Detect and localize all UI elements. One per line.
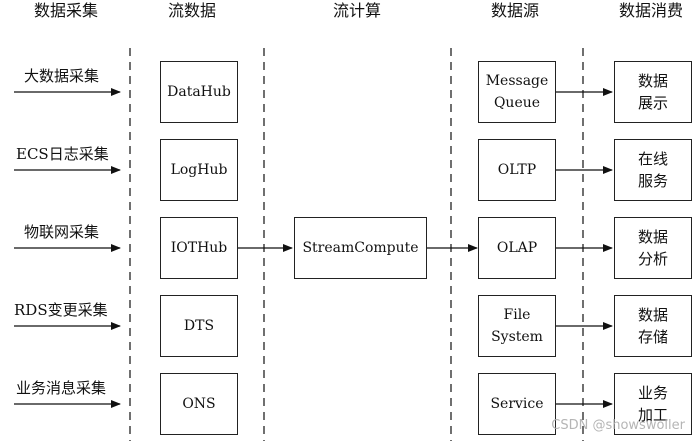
datasource-label-line: OLTP (497, 162, 537, 178)
datasource-label-line: Message (485, 73, 549, 89)
datasource-box-service: Service (478, 373, 556, 435)
consumer-box-analysis: 数据分析 (614, 217, 692, 279)
consumer-box-storage: 数据存储 (614, 295, 692, 357)
compute-box-streamcompute: StreamCompute (294, 217, 427, 279)
title-source: 数据源 (491, 1, 540, 20)
consumer-label-line: 加工 (637, 406, 668, 424)
datasource-label-line: OLAP (496, 240, 538, 256)
consumer-label-line: 数据 (637, 72, 668, 90)
consumer-label-line: 业务 (637, 384, 668, 402)
consumer-box-display: 数据展示 (614, 61, 692, 123)
title-consume: 数据消费 (619, 1, 684, 20)
datasource-box-olap: OLAP (478, 217, 556, 279)
source-label-ecs-log: ECS日志采集 (16, 145, 109, 163)
source-label-business-msg: 业务消息采集 (16, 379, 107, 397)
stream-box-ons: ONS (160, 373, 238, 435)
source-label-iot: 物联网采集 (24, 223, 100, 241)
consumer-label-line: 分析 (637, 250, 668, 268)
datasource-label-line: Queue (493, 95, 541, 111)
consumer-label-line: 在线 (637, 150, 668, 168)
title-compute: 流计算 (333, 1, 382, 20)
source-label-bigdata: 大数据采集 (24, 67, 100, 85)
title-collect: 数据采集 (34, 1, 99, 20)
consumer-label-line: 数据 (637, 228, 668, 246)
consumer-box-processing: 业务加工 (614, 373, 692, 435)
consumer-box-online-service: 在线服务 (614, 139, 692, 201)
compute-box-label: StreamCompute (302, 240, 419, 256)
stream-box-datahub: DataHub (160, 61, 238, 123)
datasource-label-line: Service (490, 396, 544, 412)
source-label-rds: RDS变更采集 (14, 301, 108, 319)
consumer-label-line: 展示 (637, 94, 668, 112)
stream-box-label: LogHub (170, 162, 228, 178)
stream-box-label: IOTHub (170, 240, 228, 256)
consumer-label-line: 存储 (637, 328, 668, 346)
consumer-label-line: 数据 (637, 306, 668, 324)
stream-box-label: ONS (182, 396, 216, 412)
stream-box-iothub: IOTHub (160, 217, 238, 279)
stream-box-loghub: LogHub (160, 139, 238, 201)
stream-box-label: DataHub (167, 84, 231, 100)
watermark: CSDN @showswoller (551, 418, 685, 433)
datasource-label-line: File (503, 307, 531, 323)
stream-box-dts: DTS (160, 295, 238, 357)
datasource-label-line: System (491, 329, 543, 345)
title-stream: 流数据 (168, 1, 217, 20)
stream-box-label: DTS (183, 318, 215, 334)
consumer-label-line: 服务 (637, 172, 668, 190)
datasource-box-oltp: OLTP (478, 139, 556, 201)
